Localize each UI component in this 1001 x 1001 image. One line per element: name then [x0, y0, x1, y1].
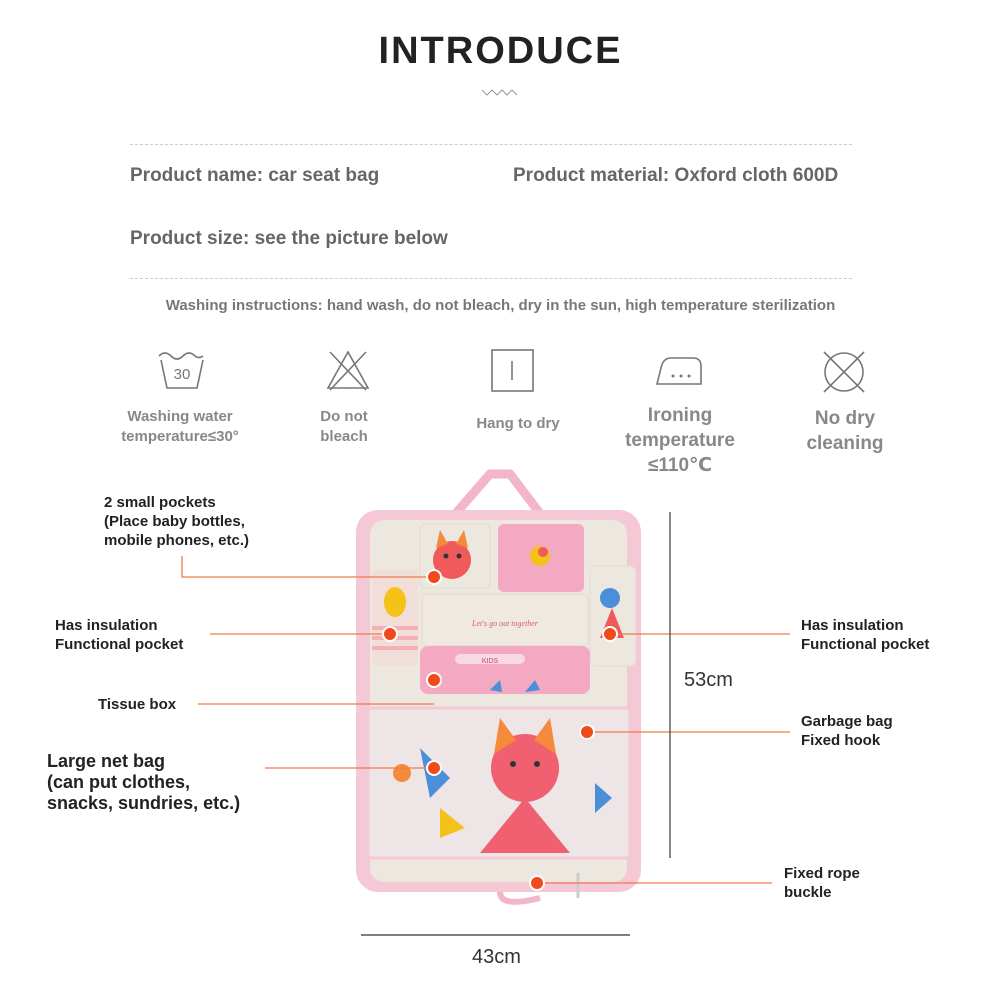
hang-dry-icon: [491, 349, 534, 392]
callout-net-bag: Large net bag(can put clothes,snacks, su…: [47, 751, 241, 813]
product-material: Product material: Oxford cloth 600D: [513, 165, 839, 186]
wash-30-icon: 30: [158, 352, 204, 389]
product-size: Product size: see the picture below: [130, 228, 448, 249]
svg-text:30: 30: [174, 366, 191, 383]
width-dimension: 43cm: [472, 946, 521, 968]
divider-top: [130, 144, 852, 145]
svg-text:KIDS: KIDS: [482, 658, 499, 665]
iron-icon: [655, 357, 702, 385]
wave-divider-icon: [481, 89, 518, 96]
page-title: INTRODUCE: [378, 30, 623, 72]
callout-tissue-box: Tissue box: [98, 696, 177, 713]
product-name: Product name: car seat bag: [130, 165, 380, 186]
divider-bottom: [130, 278, 852, 279]
car-seat-bag-illustration: Let's go out together KIDS: [356, 469, 641, 905]
hang-dry-label: Hang to dry: [476, 415, 560, 432]
no-dry-clean-icon: [823, 351, 865, 393]
svg-text:Let's go out together: Let's go out together: [471, 619, 539, 628]
no-bleach-icon: [326, 350, 370, 391]
washing-instructions: Washing instructions: hand wash, do not …: [165, 297, 836, 314]
callout-small-pockets: 2 small pockets(Place baby bottles,mobil…: [104, 494, 250, 549]
height-dimension: 53cm: [684, 669, 733, 691]
